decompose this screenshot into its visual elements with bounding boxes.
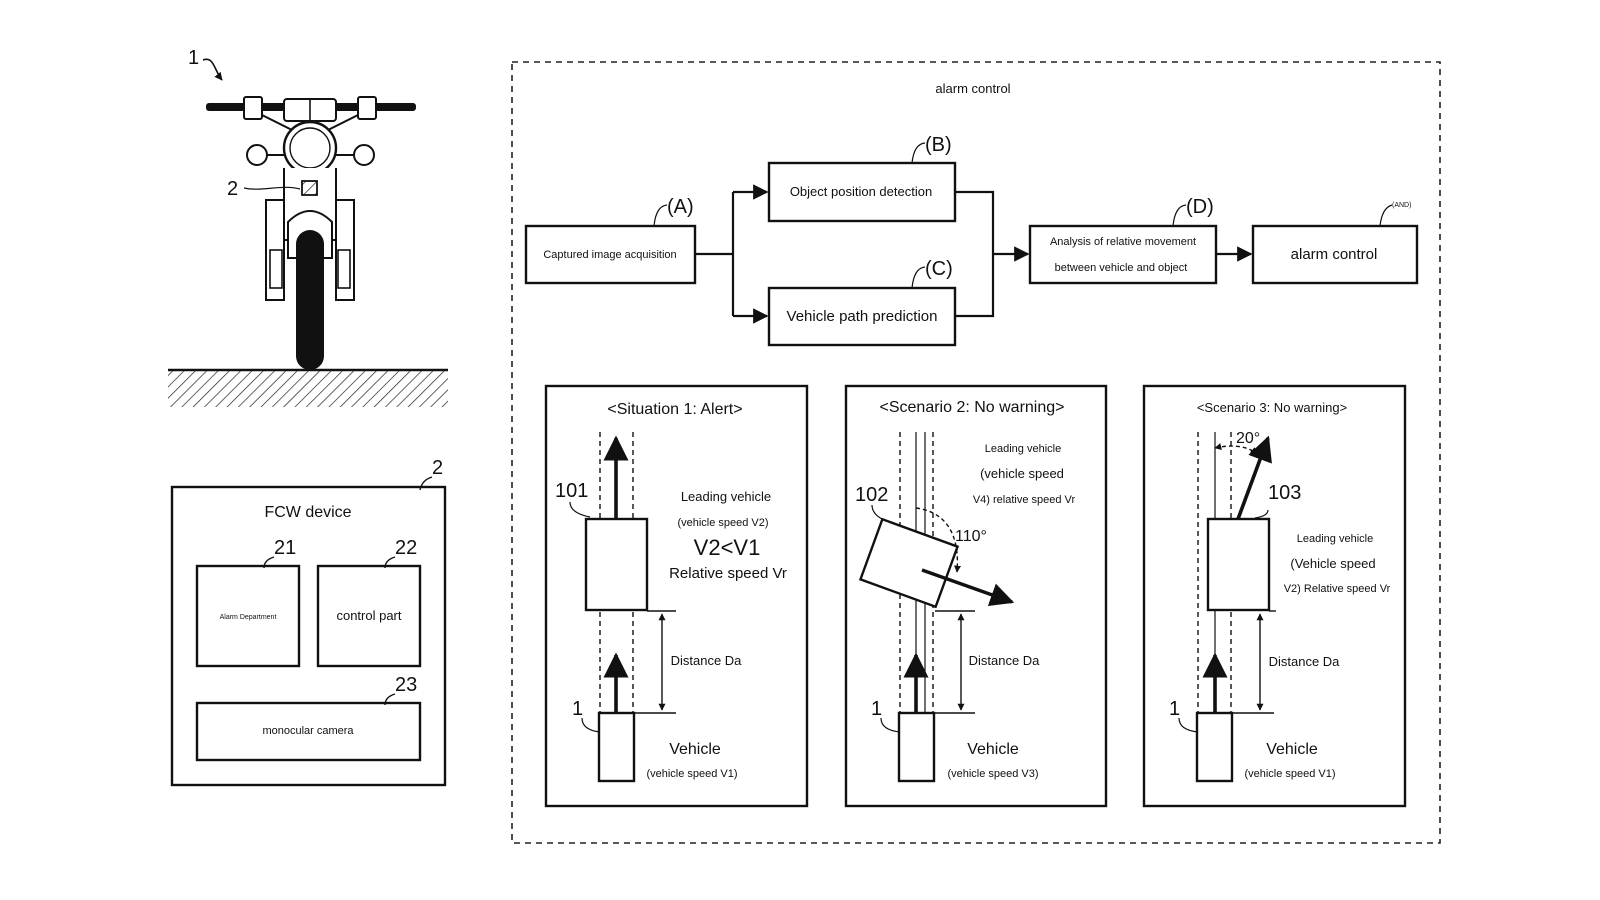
situation-1-panel: <Situation 1: Alert> 101 Leading vehicle… (544, 384, 809, 808)
own-vehicle (1195, 711, 1234, 783)
lead-ref: 103 (1268, 482, 1301, 504)
fcw-device-block: 2 FCW device 21 Alarm Department 22 cont… (170, 457, 447, 787)
veh-ref: 1 (1169, 698, 1180, 720)
fcw-title: FCW device (264, 504, 351, 521)
step-d-tag: (D) (1186, 196, 1214, 218)
connector-a-split (695, 192, 735, 316)
fcw-ref: 2 (432, 457, 443, 479)
camera-ref-leader (243, 186, 301, 190)
own-vehicle (897, 711, 936, 783)
control-part-label: control part (336, 608, 401, 623)
alarm-department-label: Alarm Department (220, 614, 277, 621)
lead-speed-2: V2) Relative speed Vr (1284, 583, 1391, 595)
veh-ref: 1 (572, 698, 583, 720)
situation-1-title: <Situation 1: Alert> (607, 401, 742, 418)
lead-label: Leading vehicle (681, 489, 771, 504)
distance-label: Distance Da (671, 653, 743, 668)
step-e-box (1251, 224, 1419, 285)
step-c-label: Vehicle path prediction (787, 308, 938, 325)
scenario-2-panel: <Scenario 2: No warning> 110° 102 Leadin… (844, 384, 1108, 808)
veh-speed: (vehicle speed V1) (646, 768, 737, 780)
lead-label: Leading vehicle (985, 443, 1061, 455)
veh-label: Vehicle (669, 741, 721, 758)
lead-speed: (vehicle speed V2) (677, 517, 768, 529)
distance-label: Distance Da (1269, 654, 1341, 669)
angle-arc (1214, 443, 1258, 455)
headlight (282, 120, 338, 176)
veh-label: Vehicle (1266, 741, 1318, 758)
right-grip-mount (357, 96, 377, 120)
step-b-label: Object position detection (790, 184, 932, 199)
leading-vehicle-102 (858, 517, 960, 609)
control-ref: 22 (395, 537, 417, 559)
scenario-3-title: <Scenario 3: No warning> (1197, 400, 1347, 415)
veh-ref: 1 (871, 698, 882, 720)
front-tire (296, 230, 324, 370)
distance-label: Distance Da (969, 653, 1041, 668)
step-c-tag: (C) (925, 258, 953, 280)
lead-speed: (Vehicle speed (1290, 556, 1375, 571)
step-e-label: alarm control (1291, 246, 1378, 263)
leading-vehicle-103 (1206, 517, 1271, 612)
scenario-3-frame (1142, 384, 1407, 808)
scenario-3-panel: <Scenario 3: No warning> 20° 103 Leading… (1142, 384, 1407, 808)
monocular-camera-box (195, 701, 422, 762)
lead-speed-2: V4) relative speed Vr (973, 494, 1076, 506)
lead-heading-arrow (1236, 435, 1272, 520)
motorcycle-ref-leader (202, 58, 223, 81)
step-d-box (1028, 224, 1218, 285)
motorcycle-ref: 1 (188, 47, 199, 69)
own-vehicle (597, 711, 636, 783)
alarm-control-dashed-frame (511, 61, 1441, 844)
camera-ref: 2 (227, 178, 238, 200)
leading-vehicle-101 (584, 517, 649, 612)
veh-label: Vehicle (967, 741, 1019, 758)
alarm-department-box (195, 564, 301, 668)
angle-label: 110° (955, 528, 987, 545)
lead-ref: 101 (555, 480, 588, 502)
angle-label: 20° (1236, 430, 1260, 447)
step-e-tag: (AND) (1392, 202, 1411, 209)
lead-ref: 102 (855, 484, 888, 506)
connector-merge (955, 190, 995, 318)
step-d-line2: between vehicle and object (1055, 262, 1188, 274)
flow-title: alarm control (935, 81, 1010, 96)
lead-speed: (vehicle speed (980, 466, 1064, 481)
angle-arc (915, 507, 961, 573)
step-d-line1: Analysis of relative movement (1050, 236, 1196, 248)
scenario-2-frame (844, 384, 1108, 808)
veh-speed: (vehicle speed V3) (947, 768, 1038, 780)
lead-label: Leading vehicle (1297, 533, 1373, 545)
scenario-2-title: <Scenario 2: No warning> (880, 399, 1065, 416)
ground-hatch (168, 371, 448, 407)
step-b-tag: (B) (925, 134, 952, 156)
speed-compare: V2<V1 (694, 535, 761, 560)
alarm-ref: 21 (274, 537, 296, 559)
camera-device-ref: 23 (395, 674, 417, 696)
relative-speed: Relative speed Vr (669, 565, 787, 582)
step-a-label: Captured image acquisition (543, 249, 676, 261)
left-grip-mount (243, 96, 263, 120)
step-a-tag: (A) (667, 196, 694, 218)
alarm-control-flow: alarm control (A) Captured image acquisi… (511, 61, 1441, 844)
control-part-box (316, 564, 422, 668)
monocular-camera-mount (301, 180, 318, 196)
lead-heading-arrow (921, 568, 1015, 607)
veh-speed: (vehicle speed V1) (1244, 768, 1335, 780)
motorcycle-front-view: 1 2 (168, 47, 448, 407)
fcw-device-frame (170, 485, 447, 787)
monocular-camera-label: monocular camera (262, 725, 354, 737)
left-turn-signal (246, 144, 268, 166)
situation-1-frame (544, 384, 809, 808)
right-turn-signal (353, 144, 375, 166)
